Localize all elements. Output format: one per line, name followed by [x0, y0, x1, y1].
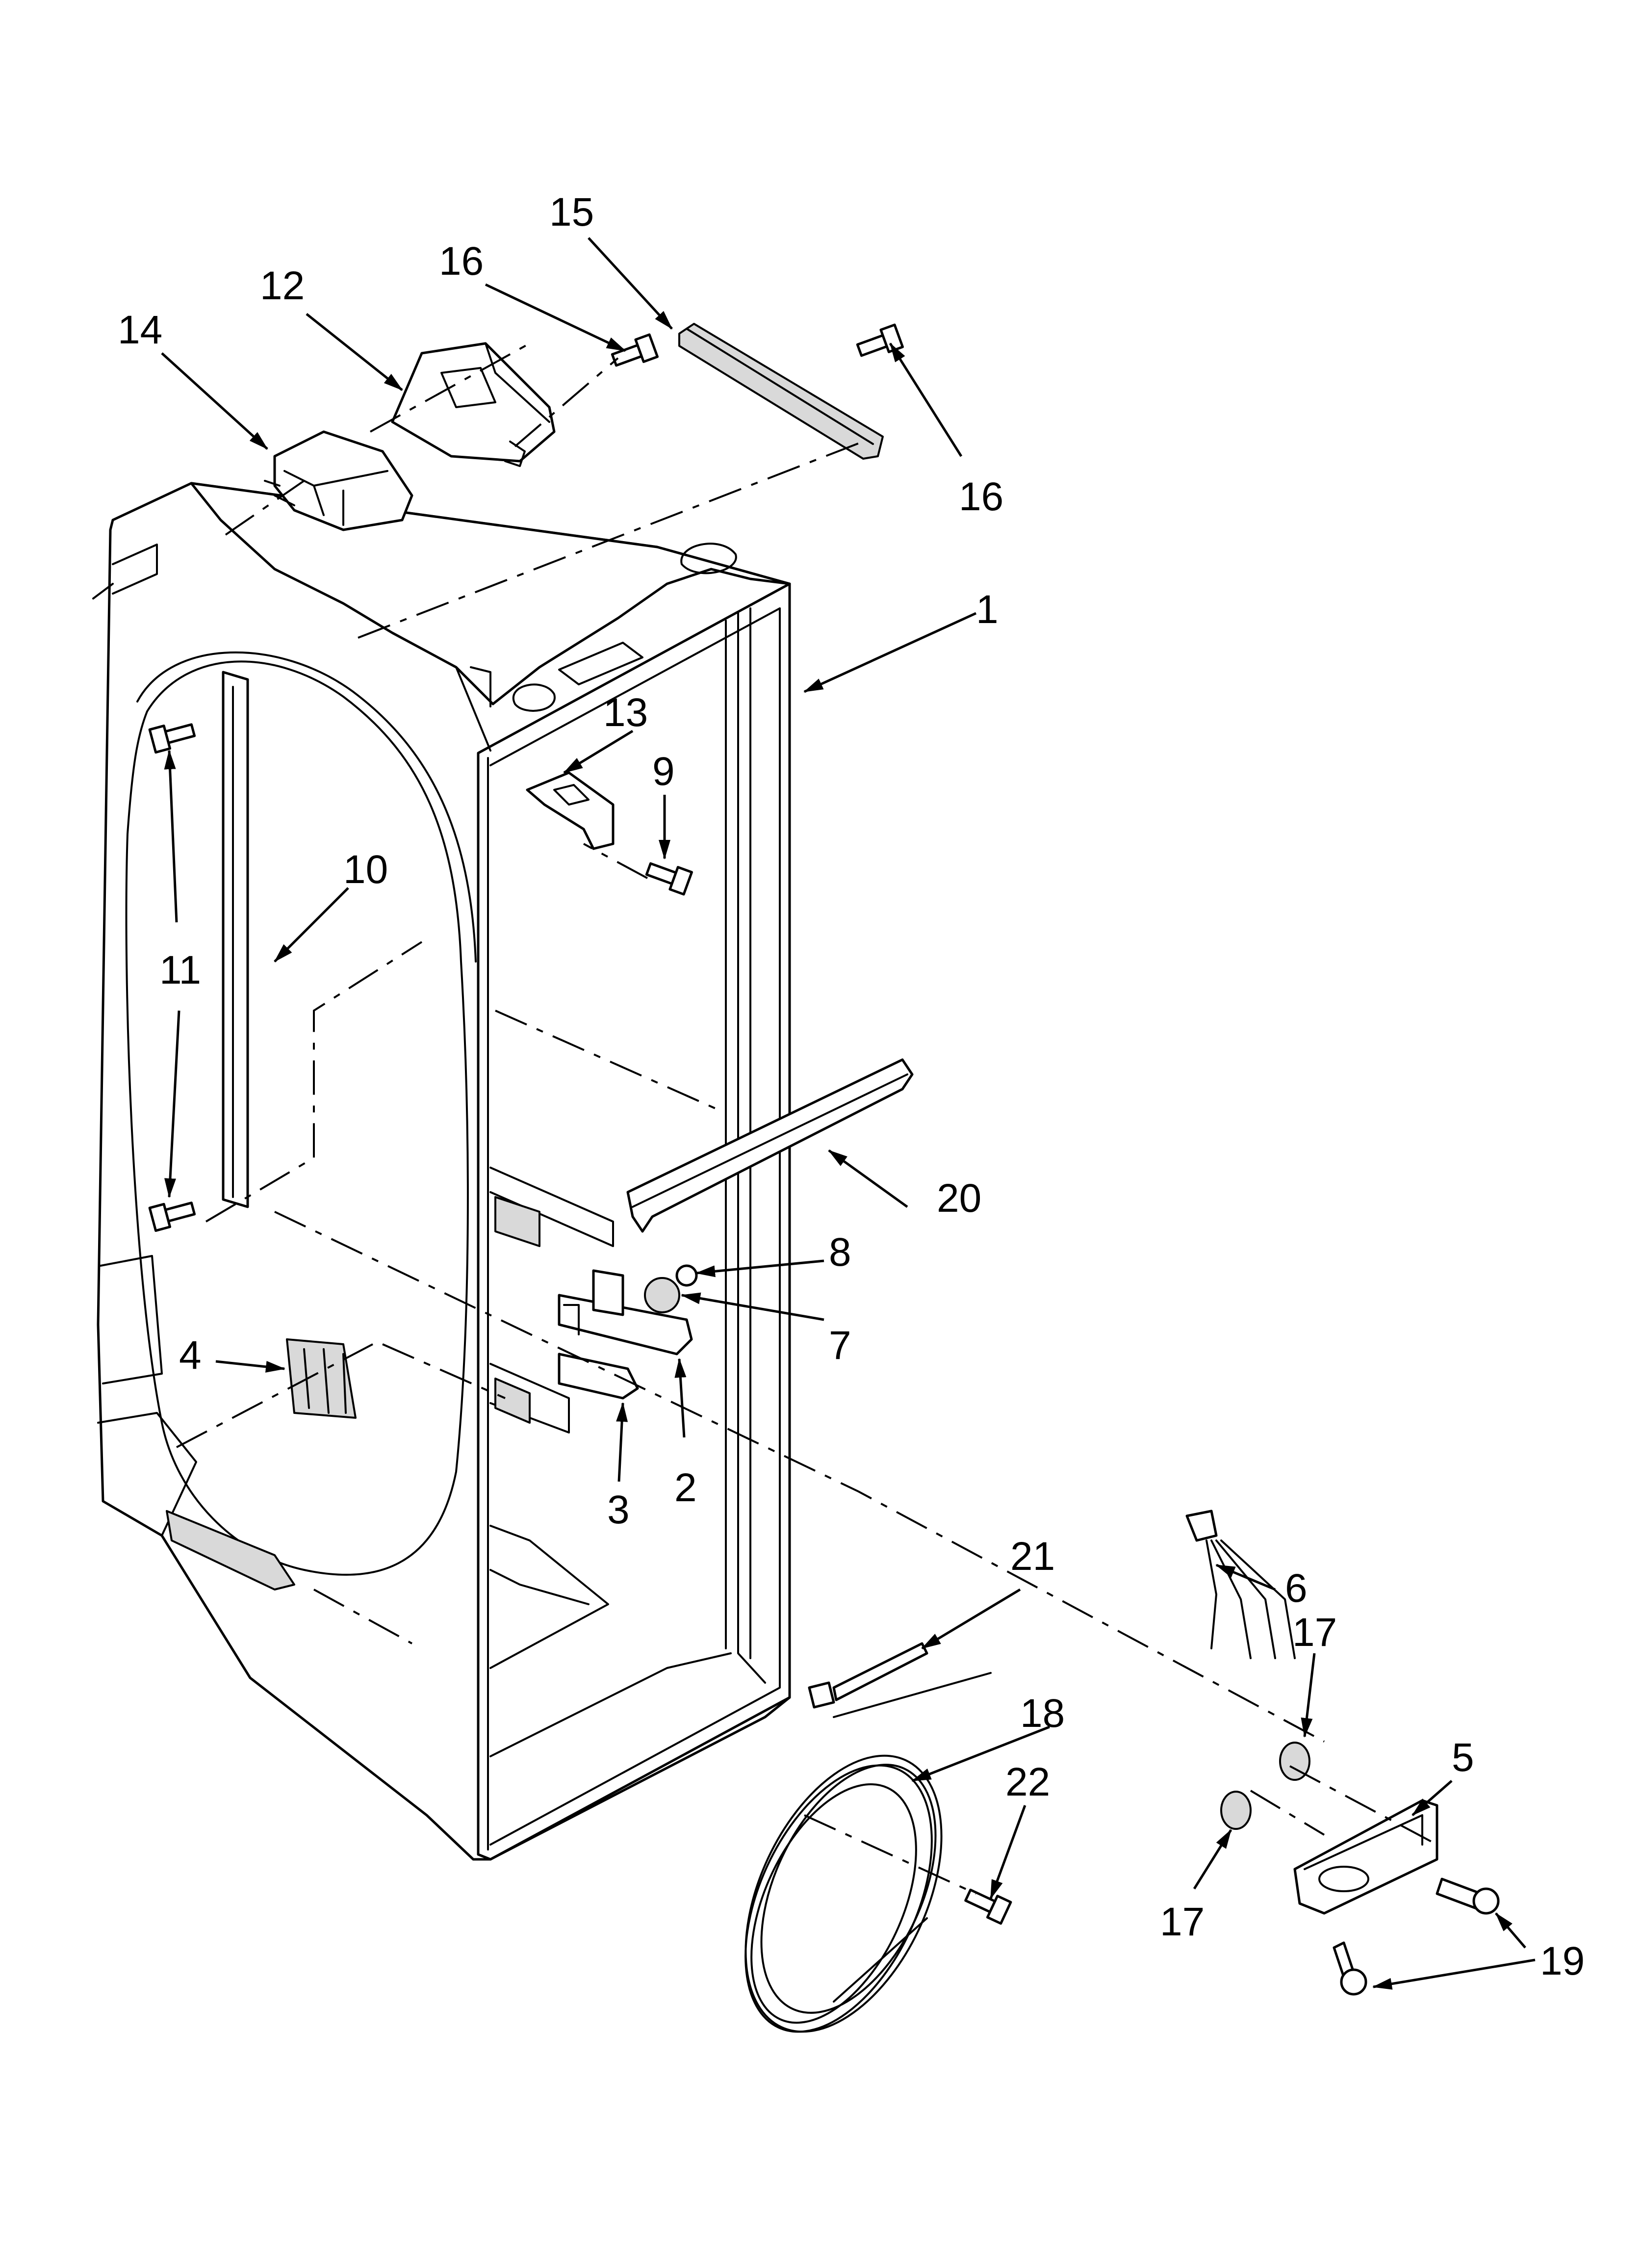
callout-22: 22 — [1005, 1760, 1050, 1804]
control-cover — [391, 342, 556, 463]
cabinet-top — [190, 482, 791, 705]
interior-bottom-bin — [489, 1525, 609, 1669]
screw-9 — [645, 862, 693, 896]
callout-8: 8 — [829, 1230, 851, 1275]
top-blob-3 — [680, 543, 737, 574]
control-housing-assembly — [264, 342, 556, 531]
callout-16-upper: 16 — [439, 239, 484, 284]
interior-shelf-bracket-2 — [494, 1378, 531, 1424]
cam-8 — [675, 1264, 698, 1287]
grommet-17-lower — [1220, 1791, 1252, 1830]
callout-21: 21 — [1010, 1534, 1055, 1579]
wire-harness — [1185, 1510, 1296, 1659]
callout-11: 11 — [159, 948, 201, 992]
callout-2: 2 — [674, 1465, 697, 1510]
callout-7: 7 — [829, 1323, 851, 1368]
callout-10: 10 — [343, 847, 388, 892]
callout-12: 12 — [260, 263, 305, 308]
grommet-17-upper — [1279, 1742, 1310, 1781]
screw-22 — [964, 1888, 1012, 1925]
callout-15: 15 — [549, 190, 594, 235]
callout-labels: 1 2 3 4 5 6 7 8 9 10 11 12 13 14 15 16 1… — [118, 190, 1585, 1983]
callout-20: 20 — [937, 1176, 981, 1221]
callout-18: 18 — [1020, 1691, 1065, 1736]
callout-6: 6 — [1285, 1566, 1308, 1611]
callout-17-lower: 17 — [1160, 1900, 1205, 1944]
leader-arrows — [161, 237, 1536, 1990]
front-right-rail — [737, 612, 766, 1684]
side-wall-cutaway — [125, 660, 469, 1576]
water-tubing-coil — [744, 1754, 943, 2033]
top-blob-2 — [558, 642, 643, 685]
callout-17-upper: 17 — [1292, 1610, 1337, 1655]
callout-16-right: 16 — [959, 474, 1003, 519]
interior-shelf-bracket-1 — [494, 1196, 540, 1247]
callout-4: 4 — [179, 1333, 202, 1378]
callout-1: 1 — [976, 587, 999, 632]
interior-shelf-rail-1 — [489, 1167, 614, 1247]
callout-14: 14 — [118, 308, 162, 352]
callout-5: 5 — [1452, 1735, 1474, 1780]
slot-bracket — [558, 1353, 639, 1400]
callout-3: 3 — [607, 1487, 630, 1532]
alignment-lines — [176, 342, 1437, 1895]
screw-11-top — [148, 723, 196, 754]
shelf-channel — [626, 1058, 914, 1233]
top-blob-1 — [513, 683, 556, 712]
mount-bracket — [526, 771, 615, 850]
cabinet-liner — [92, 482, 791, 1861]
callout-13: 13 — [603, 690, 648, 735]
lower-rail-left — [166, 1510, 295, 1590]
pins-19 — [1333, 1877, 1500, 1996]
screw-11-bottom — [148, 1201, 196, 1232]
cam-7 — [644, 1277, 680, 1313]
switch-box — [592, 1269, 624, 1316]
light-bracket — [678, 323, 884, 460]
callout-19: 19 — [1540, 1939, 1585, 1983]
shelf-standard — [222, 671, 249, 1208]
screw-16-right — [856, 323, 904, 357]
callout-9: 9 — [652, 749, 675, 794]
screw-16-left — [611, 333, 659, 367]
cable-tie — [808, 1642, 992, 1718]
cabinet-front-face — [477, 582, 791, 1861]
